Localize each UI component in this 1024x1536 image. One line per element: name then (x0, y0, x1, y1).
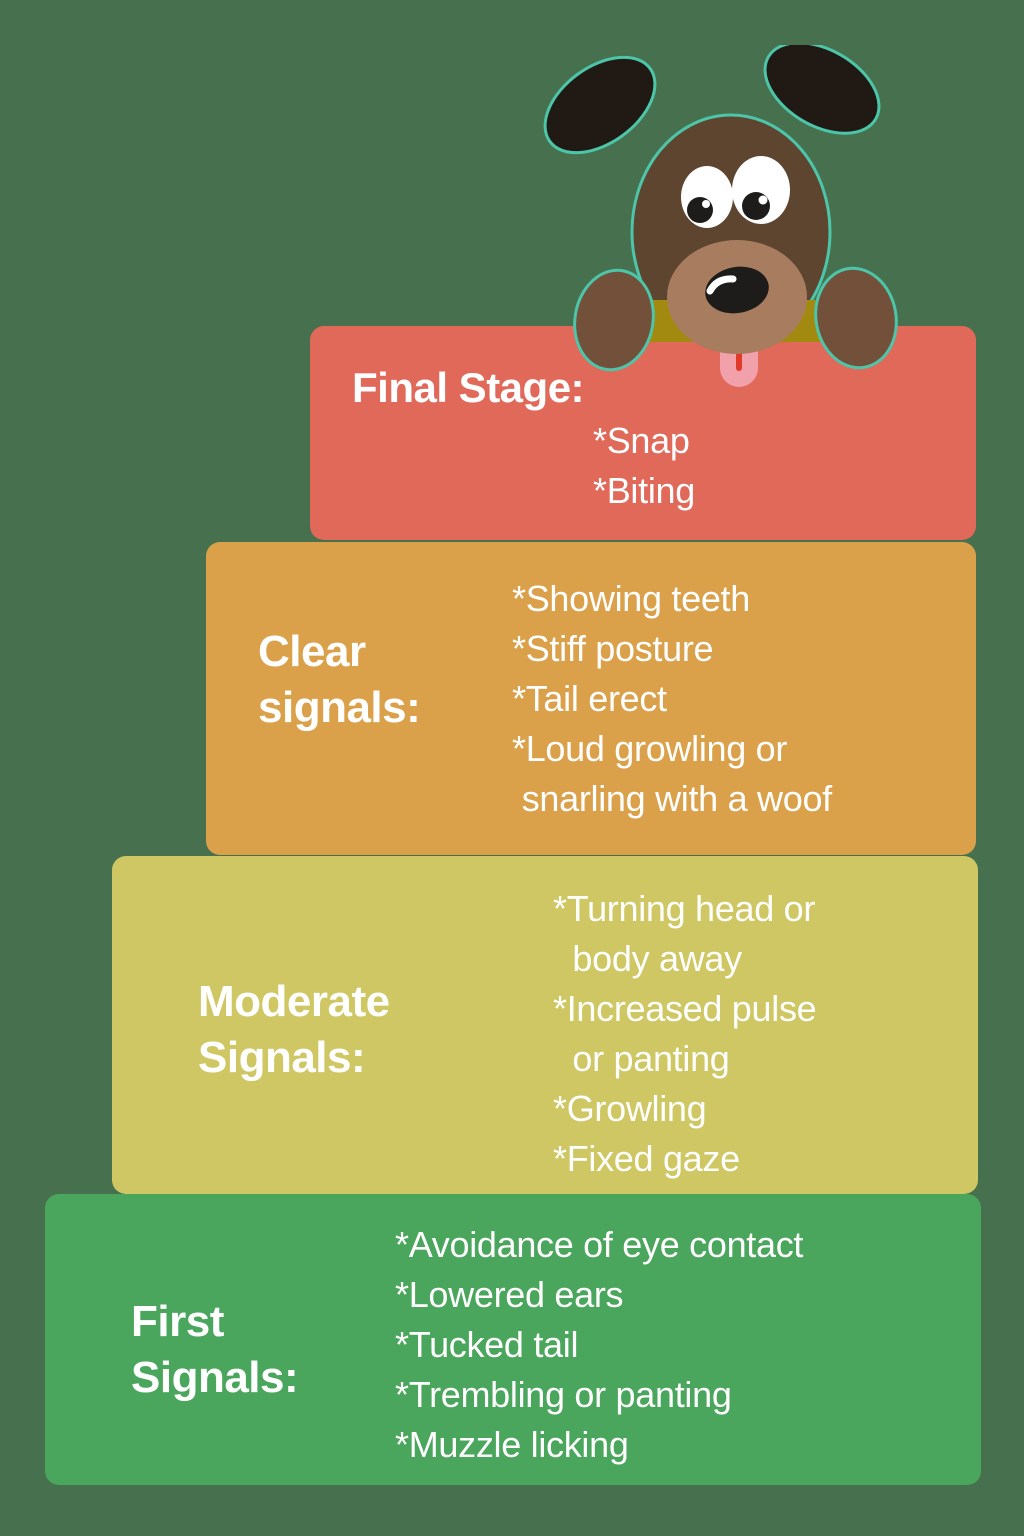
dog-left-eye-glint (702, 200, 710, 208)
stage-first-items: *Avoidance of eye contact *Lowered ears *T… (395, 1220, 803, 1470)
signal-line: *Muzzle licking (395, 1424, 629, 1465)
stage-first-heading: First Signals: (131, 1297, 299, 1402)
dog-nose-highlight (706, 275, 737, 295)
stage-clear-block: Clear signals: *Showing teeth *Stiff post… (206, 542, 976, 855)
signal-line: *Turning head or (553, 888, 816, 929)
signal-line: *Trembling or panting (395, 1374, 732, 1415)
signal-line: *Tucked tail (395, 1324, 579, 1365)
signal-line: *Biting (593, 470, 695, 511)
stage-moderate-heading: Moderate Signals: (198, 977, 390, 1082)
dog-right-ear (763, 45, 881, 135)
signal-line: *Snap (593, 420, 690, 461)
signal-line: *Lowered ears (395, 1274, 624, 1315)
signal-line: *Fixed gaze (553, 1138, 740, 1179)
stage-first-block: First Signals: *Avoidance of eye contact… (45, 1194, 981, 1485)
stage-moderate-items: *Turning head or body away *Increased pul… (553, 884, 817, 1184)
signal-line: body away (553, 938, 742, 979)
dog-right-eye-glint (758, 195, 768, 205)
signal-line: *Avoidance of eye contact (395, 1224, 804, 1265)
signal-line: or panting (553, 1038, 730, 1079)
dog-head (630, 113, 832, 351)
stage-clear-heading: Clear signals: (258, 627, 421, 732)
stage-final-block: Final Stage: *Snap *Biting (310, 326, 976, 540)
signal-line: *Showing teeth (512, 578, 750, 619)
stage-final-items: *Snap *Biting (593, 416, 695, 516)
dog-right-pupil (742, 192, 770, 220)
signal-line: *Tail erect (512, 678, 667, 719)
dog-nose (705, 266, 769, 314)
signal-line: snarling with a woof (512, 778, 832, 819)
signal-line: *Increased pulse (553, 988, 817, 1029)
signal-line: *Growling (553, 1088, 707, 1129)
signal-line: *Loud growling or (512, 728, 788, 769)
stage-clear-items: *Showing teeth *Stiff posture *Tail erect *… (512, 574, 832, 824)
dog-left-pupil (687, 197, 713, 223)
dog-left-ear (543, 55, 657, 155)
signal-line: *Stiff posture (512, 628, 714, 669)
dog-right-eye (732, 156, 790, 224)
stage-final-heading: Final Stage: (352, 364, 585, 411)
dog-left-eye (681, 166, 733, 228)
stage-moderate-block: Moderate Signals: *Turning head or body … (112, 856, 978, 1194)
